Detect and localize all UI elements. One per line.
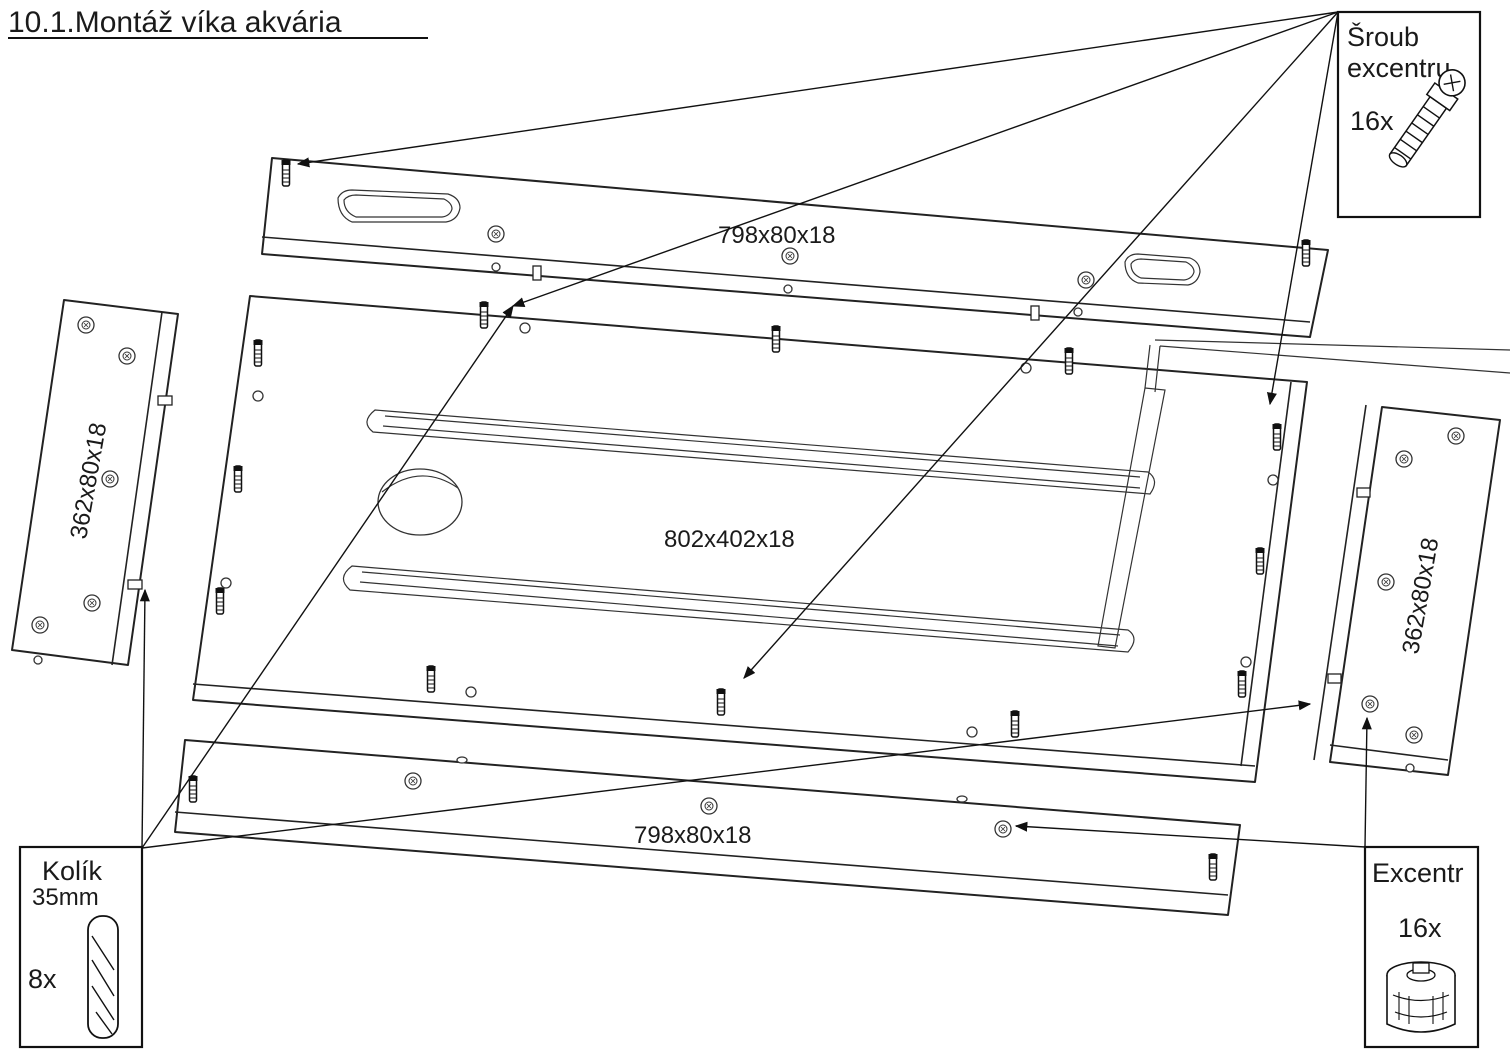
- right-side-board: 362x80x18: [1313, 404, 1501, 776]
- bottom-rail-dimension: 798x80x18: [634, 822, 751, 849]
- dowel-size: 35mm: [32, 884, 99, 911]
- screw-name-line2: excentru: [1347, 53, 1451, 83]
- page-title: 10.1.Montáž víka akvária: [8, 6, 342, 39]
- leader-lines: [139, 11, 1372, 849]
- lid-panel-board: 802x402x18: [192, 295, 1510, 783]
- title-block: 10.1.Montáž víka akvária: [8, 6, 428, 39]
- cam-name: Excentr: [1372, 858, 1464, 888]
- screw-name-line1: Šroub: [1347, 21, 1419, 52]
- cam-qty: 16x: [1398, 913, 1442, 943]
- left-side-board: 362x80x18: [11, 299, 179, 666]
- dowel-icon: [87, 915, 119, 1039]
- dowel-name: Kolík: [42, 856, 103, 886]
- screw-qty: 16x: [1350, 106, 1394, 136]
- dowel-part-box: Kolík 35mm 8x: [18, 845, 144, 1049]
- screw-part-box: Šroub excentru 16x: [1336, 10, 1482, 219]
- bottom-rail-board: 798x80x18: [174, 739, 1241, 916]
- cam-lock-icon: [1386, 961, 1456, 1033]
- dowel-qty: 8x: [28, 964, 57, 994]
- panel-dimension: 802x402x18: [664, 526, 795, 553]
- cam-screw-icon: [1388, 69, 1466, 168]
- top-rail-board: 798x80x18: [261, 157, 1329, 338]
- cam-part-box: Excentr 16x: [1363, 845, 1480, 1049]
